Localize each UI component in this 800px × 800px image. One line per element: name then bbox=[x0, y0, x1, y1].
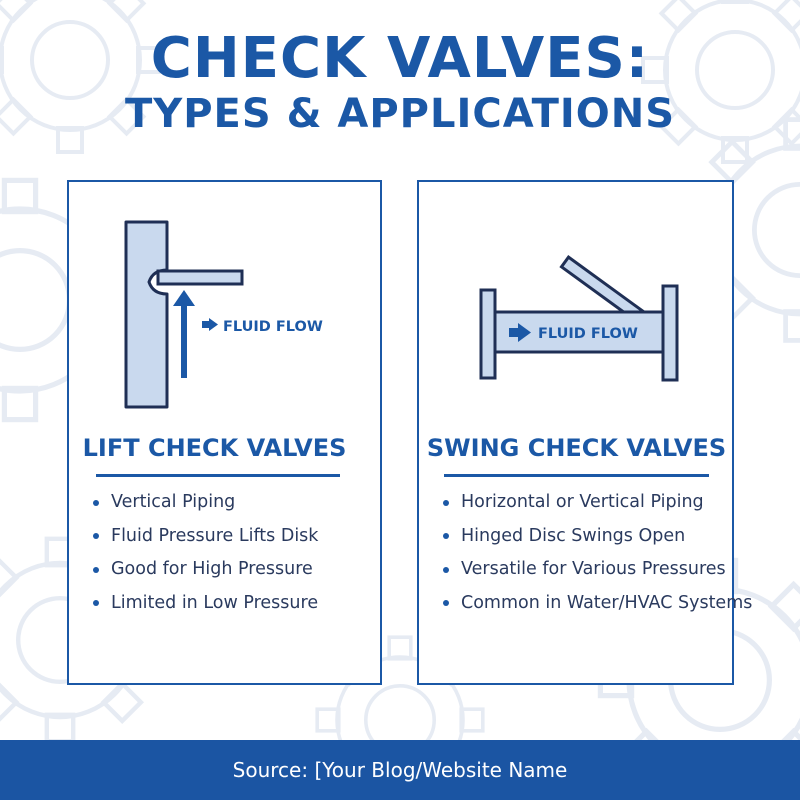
bullet-icon bbox=[93, 499, 99, 506]
flow-label: FLUID FLOW bbox=[223, 319, 323, 335]
card-title: SWING CHECK VALVES bbox=[426, 434, 727, 462]
swing-check-valve-card: FLUID FLOW SWING CHECK VALVES Horizontal… bbox=[417, 180, 752, 685]
flange-right bbox=[661, 284, 679, 382]
list-item: Good for High Pressure bbox=[93, 553, 318, 587]
valve-disk bbox=[156, 269, 244, 286]
feature-list: Horizontal or Vertical Piping Hinged Dis… bbox=[443, 486, 752, 620]
source-credit: Source: [Your Blog/Website Name bbox=[232, 758, 568, 782]
swing-check-valve-diagram: FLUID FLOW bbox=[479, 255, 679, 382]
title-divider bbox=[444, 474, 709, 477]
flow-label: FLUID FLOW bbox=[538, 326, 638, 342]
bullet-icon bbox=[93, 533, 99, 540]
page-subtitle: TYPES & APPLICATIONS bbox=[124, 91, 676, 137]
list-item: Hinged Disc Swings Open bbox=[443, 520, 752, 554]
list-item: Fluid Pressure Lifts Disk bbox=[93, 520, 318, 554]
arrow-right-icon bbox=[202, 318, 218, 331]
feature-list: Vertical Piping Fluid Pressure Lifts Dis… bbox=[93, 486, 318, 620]
bullet-icon bbox=[443, 499, 449, 506]
bullet-icon bbox=[443, 533, 449, 540]
list-item: Horizontal or Vertical Piping bbox=[443, 486, 752, 520]
list-item: Common in Water/HVAC Systems bbox=[443, 587, 752, 621]
bullet-icon bbox=[443, 566, 449, 573]
footer-bar: Source: [Your Blog/Website Name bbox=[0, 740, 800, 800]
lift-check-valve-card: FLUID FLOW LIFT CHECK VALVES Vertical Pi… bbox=[67, 180, 382, 685]
list-item: Versatile for Various Pressures bbox=[443, 553, 752, 587]
vertical-pipe bbox=[124, 220, 169, 409]
flange-left bbox=[479, 288, 497, 380]
list-item: Limited in Low Pressure bbox=[93, 587, 318, 621]
lift-check-valve-diagram: FLUID FLOW bbox=[124, 220, 323, 409]
bullet-icon bbox=[93, 600, 99, 607]
list-item: Vertical Piping bbox=[93, 486, 318, 520]
arrow-up-icon bbox=[173, 290, 195, 378]
card-title: LIFT CHECK VALVES bbox=[82, 434, 347, 462]
bullet-icon bbox=[443, 600, 449, 607]
bullet-icon bbox=[93, 566, 99, 573]
title-divider bbox=[96, 474, 340, 477]
arrow-right-icon bbox=[509, 323, 531, 342]
page-title: CHECK VALVES: bbox=[150, 26, 650, 91]
